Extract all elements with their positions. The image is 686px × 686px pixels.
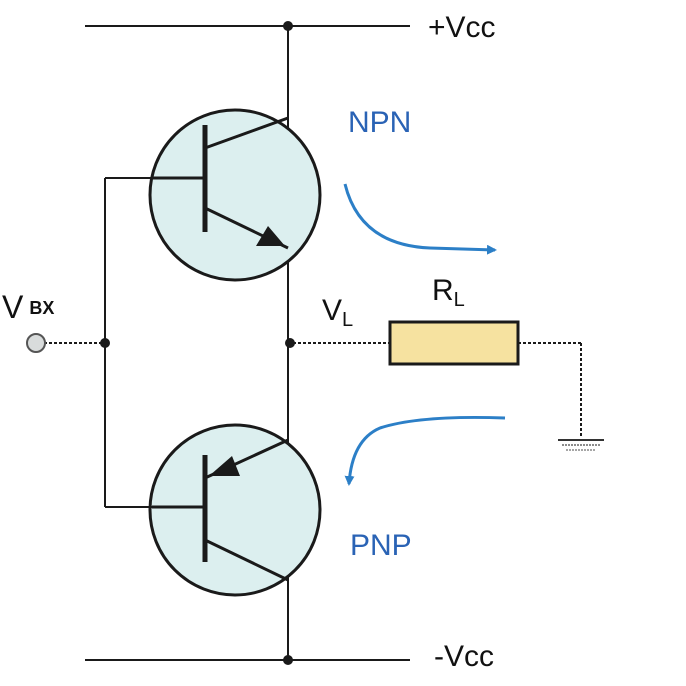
positive-supply-label: +Vcc (428, 11, 496, 44)
bottom-rail-junction-dot (283, 655, 293, 665)
npn-label: NPN (348, 106, 411, 139)
input-terminal (26, 333, 46, 353)
output-voltage-label: VL (322, 294, 353, 331)
npn-transistor (148, 108, 322, 282)
pnp-emitter-arrow (209, 456, 240, 476)
output-network (285, 320, 604, 451)
input-network (26, 177, 152, 508)
top-rail-junction-dot (283, 21, 293, 31)
npn-current-flow-arrow (343, 183, 497, 255)
pnp-transistor (148, 423, 322, 597)
pnp-current-flow-arrow (344, 415, 506, 486)
output-junction-dot (285, 338, 295, 348)
load-resistor-label: RL (432, 274, 465, 311)
input-junction-dot (100, 338, 110, 348)
pnp-label: PNP (350, 529, 412, 562)
negative-supply-label: -Vcc (434, 640, 494, 673)
npn-emitter-arrow (256, 226, 285, 246)
load-resistor (388, 320, 520, 366)
ground-symbol (558, 439, 604, 451)
